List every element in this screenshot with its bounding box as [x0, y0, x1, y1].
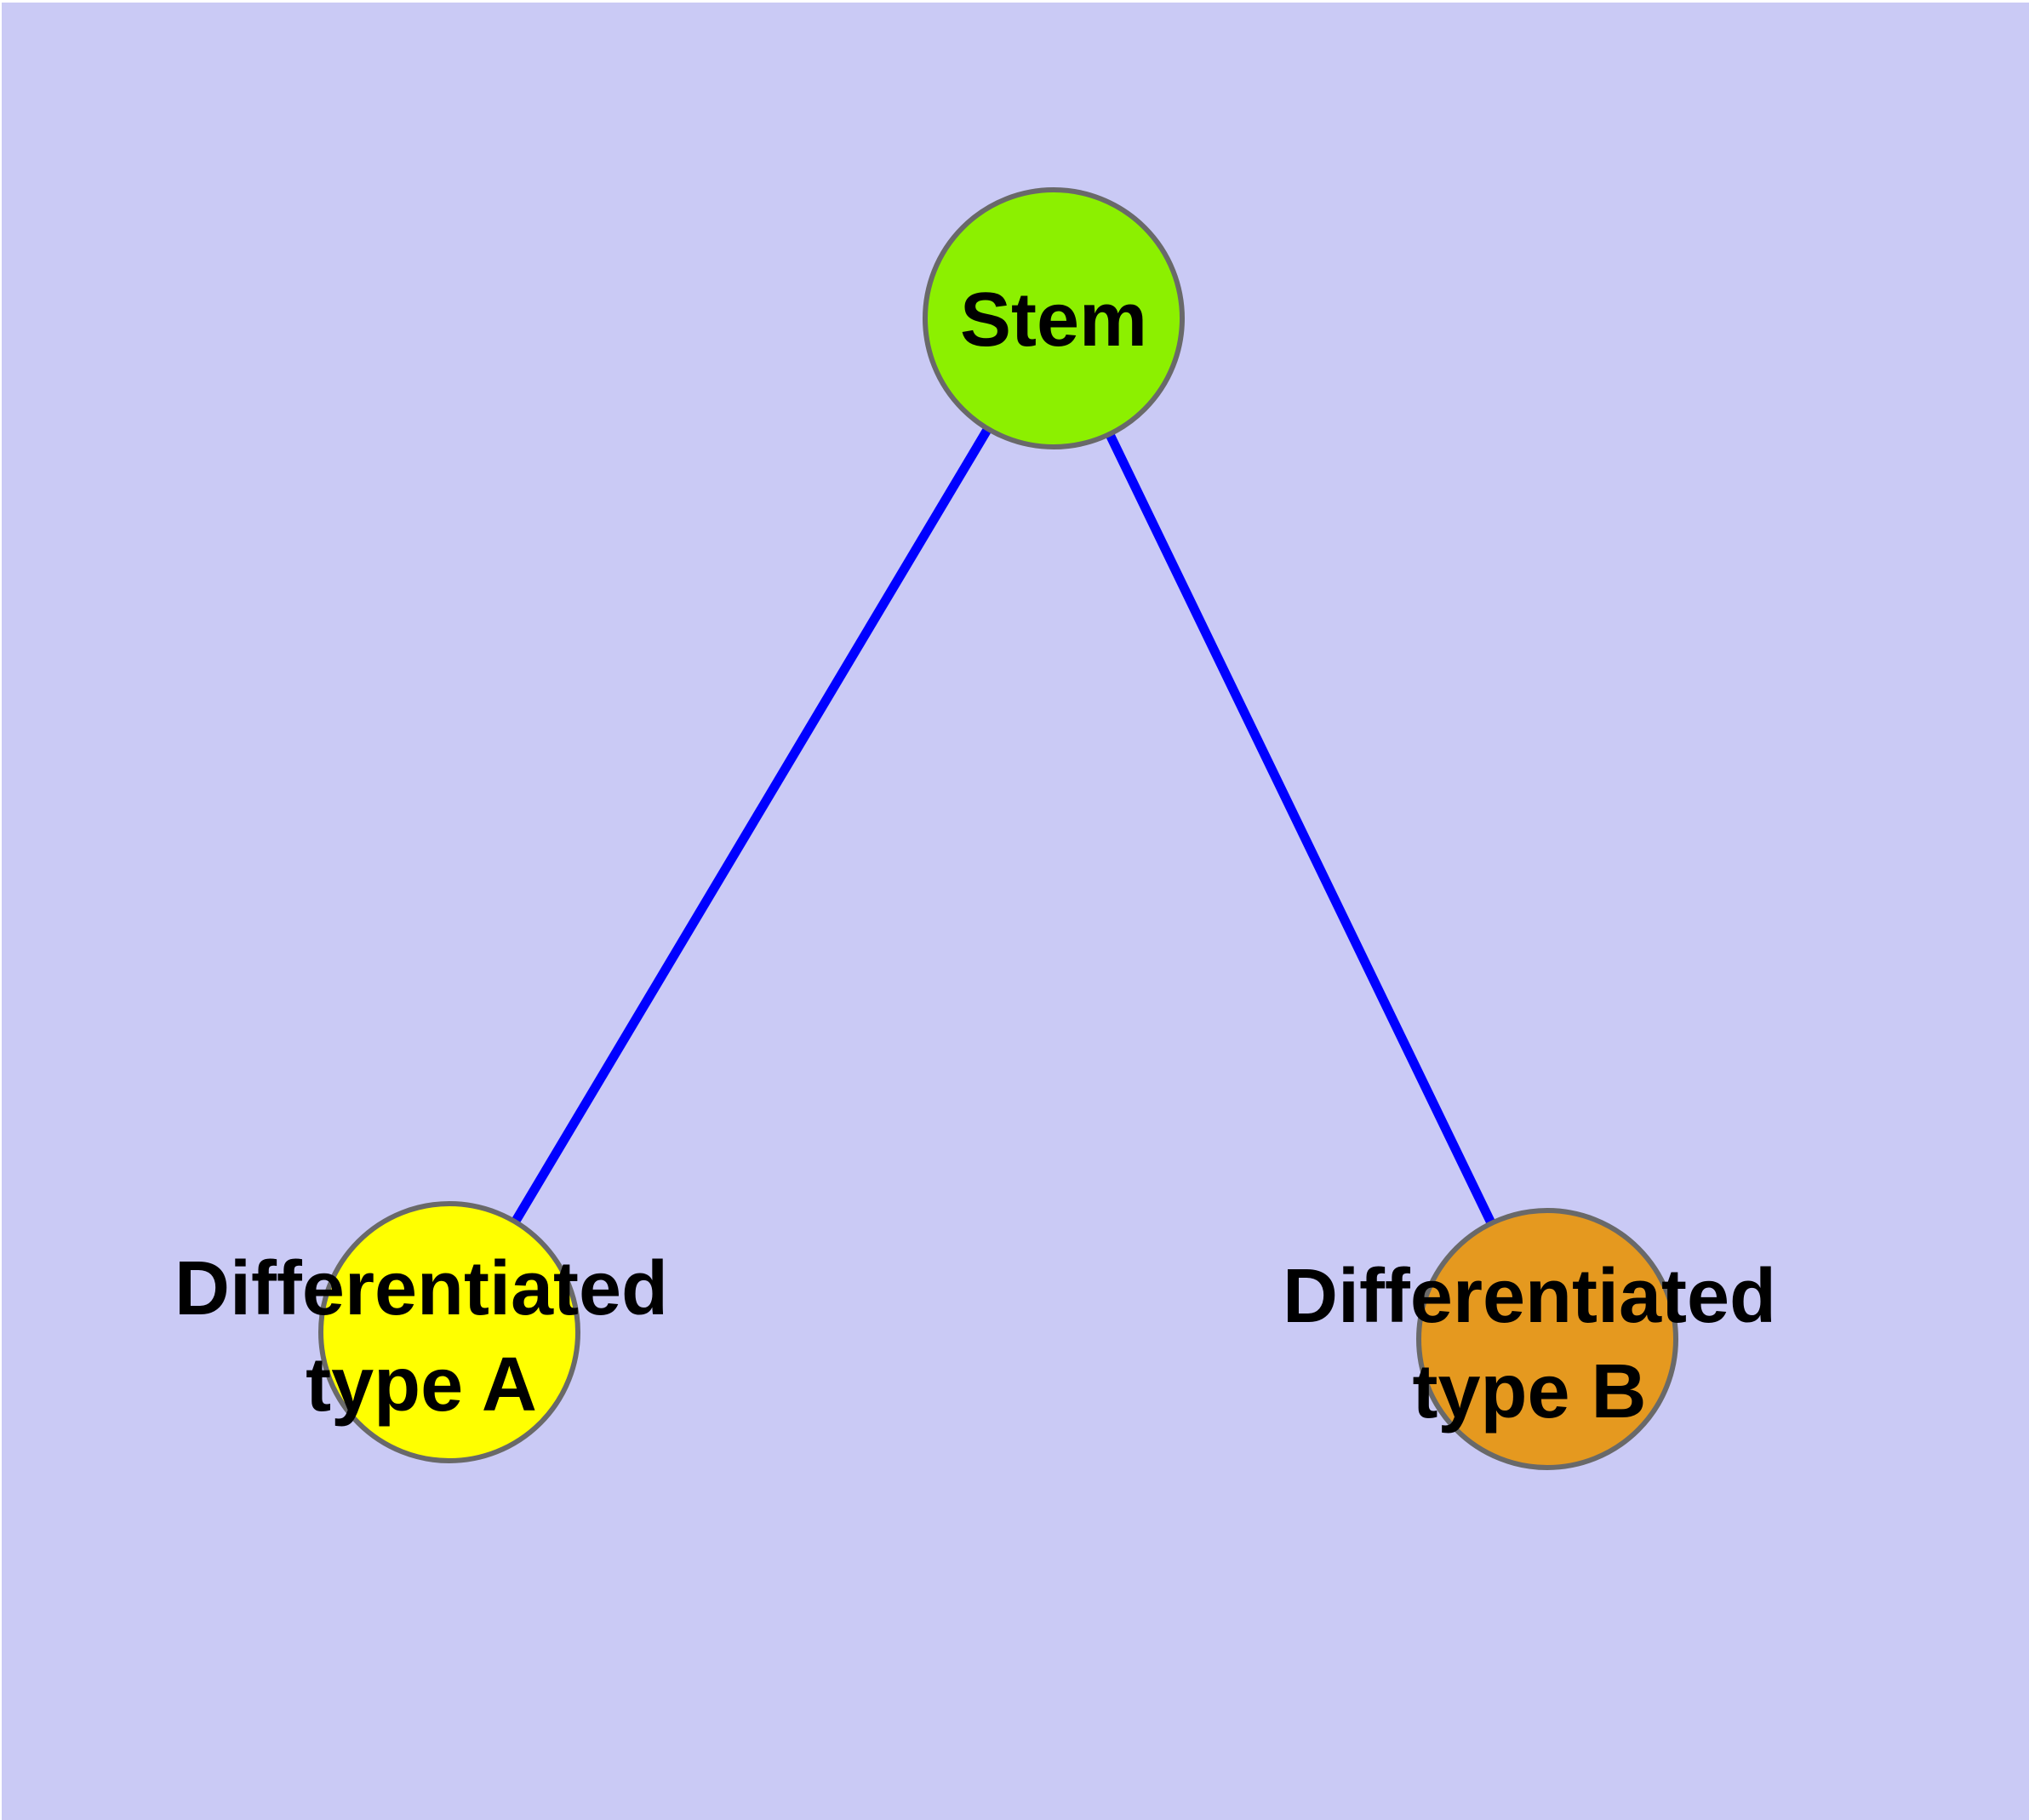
node-stem — [923, 187, 1185, 449]
node-differentiated-type-b — [1416, 1208, 1678, 1470]
edges-layer — [445, 316, 1552, 1342]
node-label-stem-line-1: Stem — [960, 278, 1147, 363]
node-label-differentiated-type-b-line-1: Differentiated — [1283, 1254, 1776, 1339]
node-label-differentiated-type-a-line-2: type A — [306, 1342, 537, 1428]
node-differentiated-type-a — [318, 1201, 580, 1463]
edge-stem-to-differentiated-type-b — [1049, 316, 1552, 1342]
nodes-layer — [318, 187, 1678, 1470]
node-label-differentiated-type-a-line-1: Differentiated — [174, 1246, 668, 1331]
node-label-differentiated-type-b-line-2: type B — [1412, 1349, 1646, 1434]
edge-stem-to-differentiated-type-a — [445, 316, 1058, 1335]
